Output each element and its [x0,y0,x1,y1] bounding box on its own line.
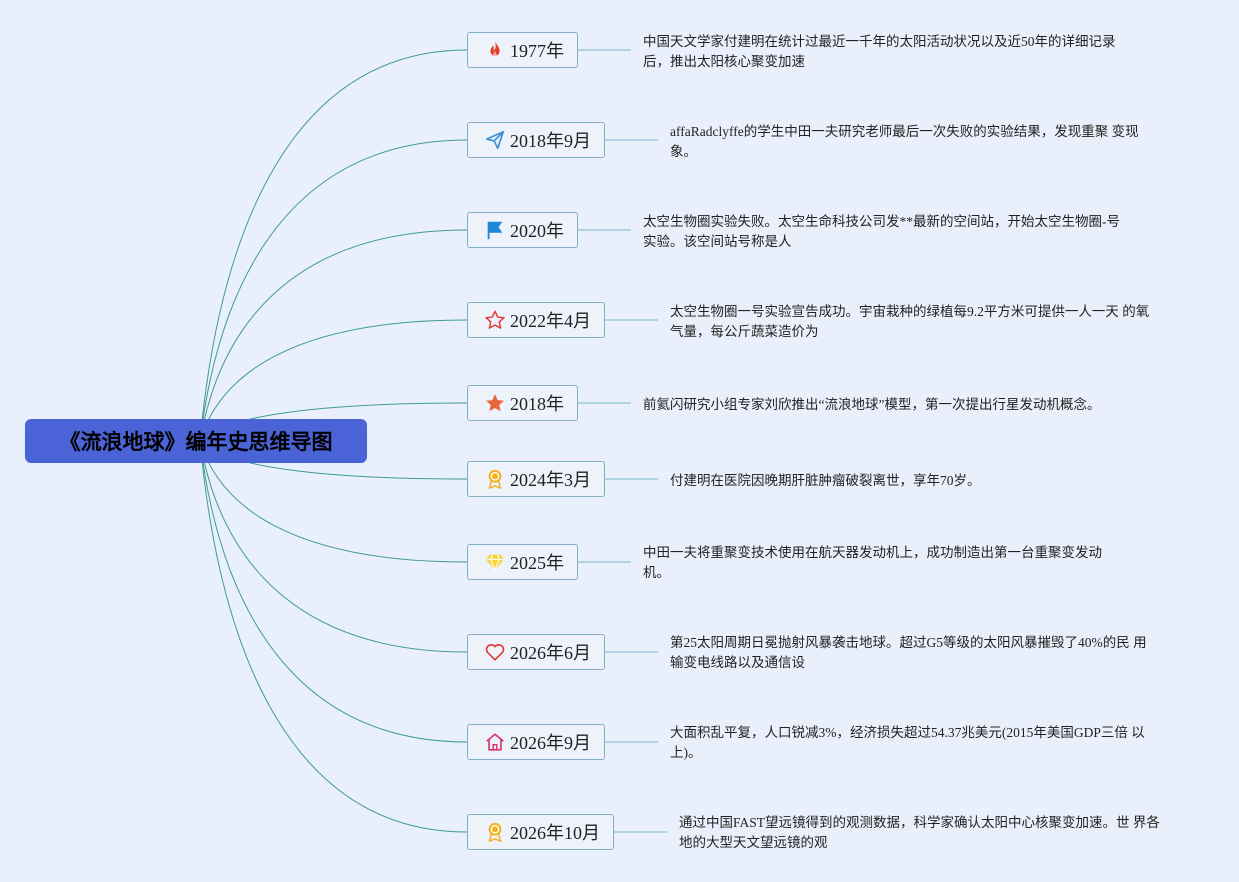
topic-description: 中国天文学家付建明在统计过最近一千年的太阳活动状况以及近50年的详细记录 后，推… [643,32,1163,72]
topic-node-label: 2025年 [510,553,564,573]
topic-node-label: 2020年 [510,221,564,241]
topic-node-label: 2018年 [510,394,564,414]
topic-description: 中田一夫将重聚变技术使用在航天器发动机上，成功制造出第一台重聚变发动 机。 [643,543,1163,583]
description-line: 气量，每公斤蔬菜造价为 [670,324,819,339]
topic-node-label: 2024年3月 [510,470,591,490]
description-line: 付建明在医院因晚期肝脏肿瘤破裂离世，享年70岁。 [670,473,981,488]
branch-connector [199,229,468,442]
description-line: 输变电线路以及通信设 [670,655,805,670]
topic-node[interactable]: 2026年10月 [467,814,614,850]
topic-description: 大面积乱平复，人口锐减3%，经济损失超过54.37兆美元(2015年美国GDP三… [670,723,1190,763]
topic-node[interactable]: 2025年 [467,544,578,580]
branch-connector [199,440,468,563]
root-topic[interactable]: 《流浪地球》编年史思维导图 [25,419,367,463]
flag-icon [483,218,507,242]
topic-node[interactable]: 2026年9月 [467,724,605,760]
award-medal-icon [483,820,507,844]
topic-description: affaRadclyffe的学生中田一夫研究老师最后一次失败的实验结果，发现重聚… [670,122,1190,162]
topic-description: 通过中国FAST望远镜得到的观测数据，科学家确认太阳中心核聚变加速。世 界各 地… [679,813,1199,853]
description-line: 中国天文学家付建明在统计过最近一千年的太阳活动状况以及近50年的详细记录 [643,34,1116,49]
star-outline-icon [483,308,507,332]
description-line: 大面积乱平复，人口锐减3%，经济损失超过54.37兆美元(2015年美国GDP三… [670,725,1145,740]
topic-node-label: 2026年6月 [510,643,591,663]
topic-description: 前氦闪研究小组专家刘欣推出“流浪地球”模型，第一次提出行星发动机概念。 [643,395,1163,415]
topic-node[interactable]: 1977年 [467,32,578,68]
branch-connector [199,49,468,442]
topic-description: 太空生物圈实验失败。太空生命科技公司发**最新的空间站，开始太空生物圈-号 实验… [643,212,1163,252]
branch-connector [199,440,468,743]
topic-node[interactable]: 2020年 [467,212,578,248]
description-line: 前氦闪研究小组专家刘欣推出“流浪地球”模型，第一次提出行星发动机概念。 [643,397,1101,412]
topic-node[interactable]: 2022年4月 [467,302,605,338]
award-medal-icon [483,467,507,491]
description-line: 通过中国FAST望远镜得到的观测数据，科学家确认太阳中心核聚变加速。世 界各 [679,815,1160,830]
description-line: 中田一夫将重聚变技术使用在航天器发动机上，成功制造出第一台重聚变发动 [643,545,1102,560]
description-line: 实验。该空间站号称是人 [643,234,792,249]
topic-node[interactable]: 2024年3月 [467,461,605,497]
branch-connector [199,139,468,442]
topic-node[interactable]: 2018年9月 [467,122,605,158]
branch-connector [199,440,468,833]
topic-description: 付建明在医院因晚期肝脏肿瘤破裂离世，享年70岁。 [670,471,1190,491]
topic-node-label: 2026年10月 [510,823,600,843]
description-line: 上)。 [670,745,702,760]
topic-description: 太空生物圈一号实验宣告成功。宇宙栽种的绿植每9.2平方米可提供一人一天 的氧 气… [670,302,1190,342]
description-line: 象。 [670,144,697,159]
topic-node-label: 1977年 [510,41,564,61]
topic-node-label: 2018年9月 [510,131,591,151]
topic-node[interactable]: 2026年6月 [467,634,605,670]
heart-icon [483,640,507,664]
branch-connector [199,319,468,442]
home-icon [483,730,507,754]
description-line: 后，推出太阳核心聚变加速 [643,54,805,69]
branch-connector [199,440,468,653]
topic-node-label: 2022年4月 [510,311,591,331]
topic-description: 第25太阳周期日冕抛射风暴袭击地球。超过G5等级的太阳风暴摧毁了40%的民 用 … [670,633,1190,673]
root-topic-label: 《流浪地球》编年史思维导图 [59,430,333,454]
description-line: 太空生物圈实验失败。太空生命科技公司发**最新的空间站，开始太空生物圈-号 [643,214,1120,229]
description-line: affaRadclyffe的学生中田一夫研究老师最后一次失败的实验结果，发现重聚… [670,124,1139,139]
star-filled-icon [483,391,507,415]
fire-icon [483,38,507,62]
diamond-icon [483,550,507,574]
description-line: 太空生物圈一号实验宣告成功。宇宙栽种的绿植每9.2平方米可提供一人一天 的氧 [670,304,1150,319]
topic-node[interactable]: 2018年 [467,385,578,421]
topic-node-label: 2026年9月 [510,733,591,753]
description-line: 地的大型天文望远镜的观 [679,835,828,850]
description-line: 第25太阳周期日冕抛射风暴袭击地球。超过G5等级的太阳风暴摧毁了40%的民 用 [670,635,1147,650]
paper-plane-icon [483,128,507,152]
description-line: 机。 [643,565,670,580]
